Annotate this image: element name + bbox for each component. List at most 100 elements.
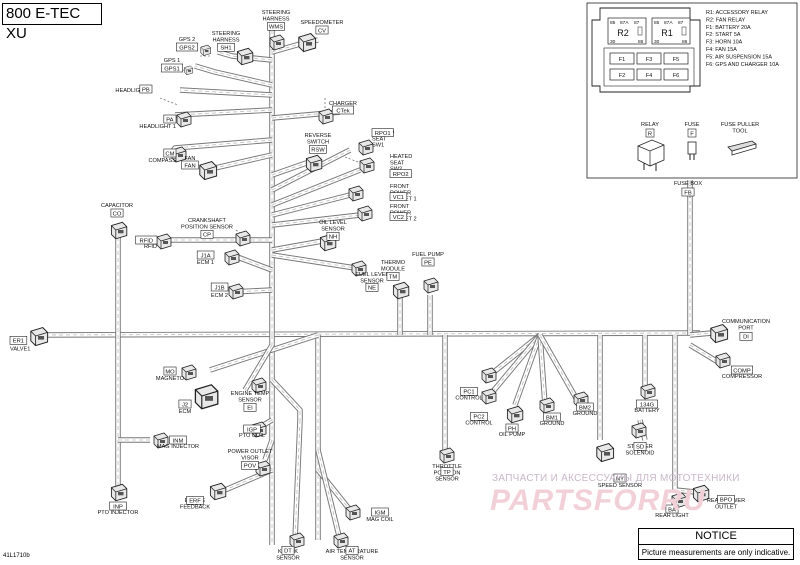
fuse-label: F5	[673, 57, 680, 63]
wire-centerline	[244, 344, 273, 391]
connector-name-line: MODULE	[381, 266, 405, 272]
wire-fill	[293, 419, 302, 541]
connector-plug-icon	[692, 484, 710, 503]
connector-plug-icon	[333, 532, 349, 549]
connector-icons	[30, 33, 731, 549]
fuse-label: F6	[673, 73, 680, 79]
connector-erf-label: E-RAVEFEEDBACKERF	[180, 495, 210, 510]
connector-name-line: CAPACITOR	[101, 203, 133, 209]
plug-pins	[327, 242, 333, 246]
connector-code-box	[186, 495, 204, 505]
connector-name-line: VISOR	[241, 455, 258, 461]
connector-code-box	[665, 504, 679, 514]
connector-name: RFID	[144, 244, 157, 250]
connector-name-line: SENSOR	[238, 397, 262, 403]
connector-plug-icon	[710, 324, 729, 344]
connector-code-box	[371, 128, 394, 137]
plug-pins	[580, 399, 585, 402]
wire-centerline	[264, 439, 273, 461]
connector-code: POV	[244, 464, 256, 470]
connector-name-line: REAR LIGHT	[655, 513, 689, 519]
connector-plug-icon	[345, 504, 361, 521]
relay-label: R1	[661, 28, 673, 38]
connector-plug-icon	[255, 460, 271, 477]
plug-pins	[207, 170, 213, 174]
connector-code: SH1	[220, 46, 231, 52]
plug-edge	[289, 535, 305, 548]
plug-pins	[242, 238, 247, 241]
connector-code-box	[470, 411, 488, 421]
connector-code: CP	[203, 233, 211, 239]
connector-name: MAGNETO	[156, 376, 185, 382]
fuse-f2: F2	[609, 68, 635, 81]
plug-pins	[488, 375, 493, 378]
connector-name-line: SW1	[372, 143, 384, 149]
connector-at-label: AIR TEMPERATURESENSORAT	[326, 545, 379, 561]
connector-code-box	[681, 187, 695, 197]
connector-code-box	[241, 460, 259, 470]
connector-code: FAN	[184, 163, 195, 169]
connector-plug-icon	[289, 532, 305, 549]
fuse-area	[603, 47, 695, 87]
fuse-f6: F6	[663, 68, 689, 81]
connector-code: NY	[616, 476, 624, 482]
plug-pins	[364, 213, 369, 216]
connector-plug-icon	[110, 483, 128, 502]
plug-pins	[38, 336, 44, 340]
relay-terminal-number: 85	[654, 20, 660, 26]
fuse-legend-item: F4: FAN 15A	[706, 47, 737, 53]
fuse-f4: F4	[636, 68, 662, 81]
connector-name: MAG COIL	[366, 517, 393, 523]
plug-edge	[481, 370, 497, 383]
connector-code: NH	[329, 235, 337, 241]
connector-code: MO	[165, 369, 175, 375]
connector-name: COMPASS	[148, 158, 176, 164]
connector-code: PC2	[473, 415, 484, 421]
connector-code-box	[135, 235, 158, 245]
connector-code: INP	[113, 504, 123, 510]
notice-box: NOTICE Picture measurements are only ind…	[638, 528, 794, 560]
plug-edge	[348, 188, 364, 201]
connector-code-box	[389, 169, 412, 178]
connector-code: VC2	[393, 215, 404, 221]
connector-code: NE	[368, 286, 376, 292]
connector-plug-icon	[481, 367, 497, 384]
leader-line	[344, 156, 359, 163]
plug-edge	[111, 225, 127, 239]
connector-name-line: SENSOR	[321, 226, 345, 232]
connector-code-box	[161, 63, 184, 73]
relay-pins	[643, 163, 657, 171]
connector-code-box	[389, 192, 408, 201]
fuse-legend-item: F6: GPS AND CHARGER 10A	[706, 62, 779, 68]
connector-name-line: SOLENOID	[626, 450, 655, 456]
plug-edge	[351, 263, 367, 276]
relay-terminal-number: 87	[678, 20, 684, 26]
connector-name-line: SEAT	[390, 160, 405, 166]
fuse-f3: F3	[636, 52, 662, 65]
watermark-logo: PARTSFORRU	[490, 484, 706, 517]
connector-plug-icon	[640, 383, 656, 400]
connector-plug-icon	[209, 482, 227, 501]
connector-code: PH	[508, 426, 516, 432]
connector-code-box	[440, 467, 454, 476]
plug-pins	[355, 193, 360, 196]
connector-pb-label: HEADLIGHT 2PB	[115, 84, 153, 94]
connector-code-box	[163, 114, 177, 124]
wire-outline	[672, 335, 696, 495]
